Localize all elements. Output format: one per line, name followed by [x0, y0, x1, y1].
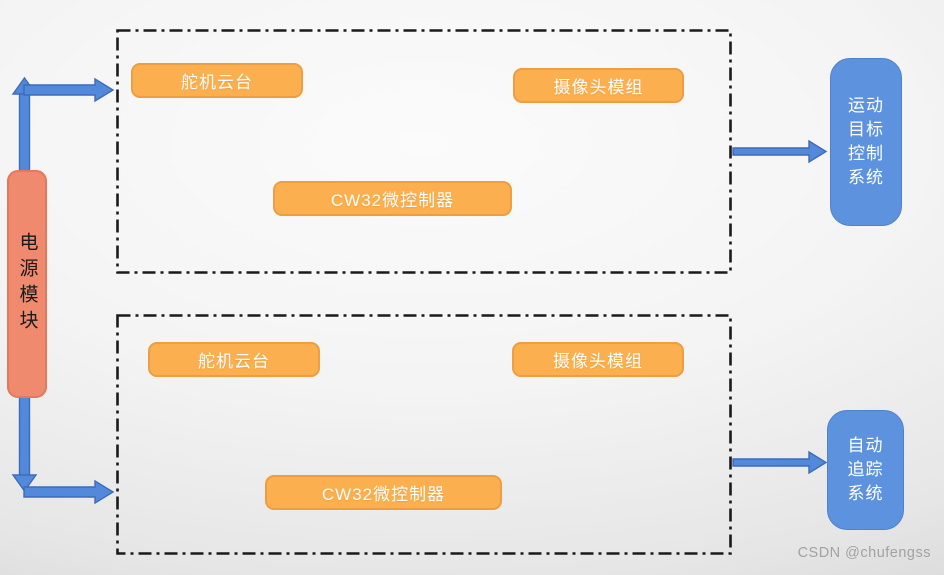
subsystem-1-servo-gimbal-box: 舵机云台: [131, 63, 303, 98]
mcu-label: CW32微控制器: [321, 485, 446, 504]
camera-module-label: 摄像头模组: [553, 352, 643, 371]
servo-gimbal-label: 舵机云台: [198, 352, 270, 371]
arrow-subsystem-1-to-motion-system: [732, 139, 828, 164]
csdn-watermark: CSDN @chufengss: [797, 545, 931, 561]
subsystem-2-dashed-frame: [116, 314, 732, 555]
camera-module-label: 摄像头模组: [553, 78, 644, 97]
arrow-power-to-subsystem-2: [23, 479, 115, 505]
subsystem-2-mcu-box: CW32微控制器: [265, 475, 502, 510]
arrow-subsystem-2-to-tracking-system: [732, 450, 828, 475]
subsystem-2-servo-gimbal-box: 舵机云台: [148, 342, 320, 377]
auto-tracking-system-box: 自动 追踪 系统: [827, 410, 904, 530]
subsystem-1-mcu-box: CW32微控制器: [273, 181, 512, 216]
motion-target-control-system-label: 运动 目标 控制 系统: [848, 95, 884, 188]
power-module-box: 电源模块: [7, 170, 47, 398]
arrow-power-to-subsystem-1: [23, 77, 115, 103]
power-module-label: 电源模块: [16, 232, 38, 336]
motion-target-control-system-box: 运动 目标 控制 系统: [830, 58, 902, 226]
arrowhead-down: [11, 474, 38, 493]
subsystem-2-camera-module-box: 摄像头模组: [512, 342, 684, 377]
auto-tracking-system-label: 自动 追踪 系统: [847, 435, 884, 504]
servo-gimbal-label: 舵机云台: [181, 73, 253, 92]
mcu-label: CW32微控制器: [330, 191, 455, 210]
subsystem-1-dashed-frame: [116, 29, 732, 274]
subsystem-1-camera-module-box: 摄像头模组: [513, 68, 684, 103]
